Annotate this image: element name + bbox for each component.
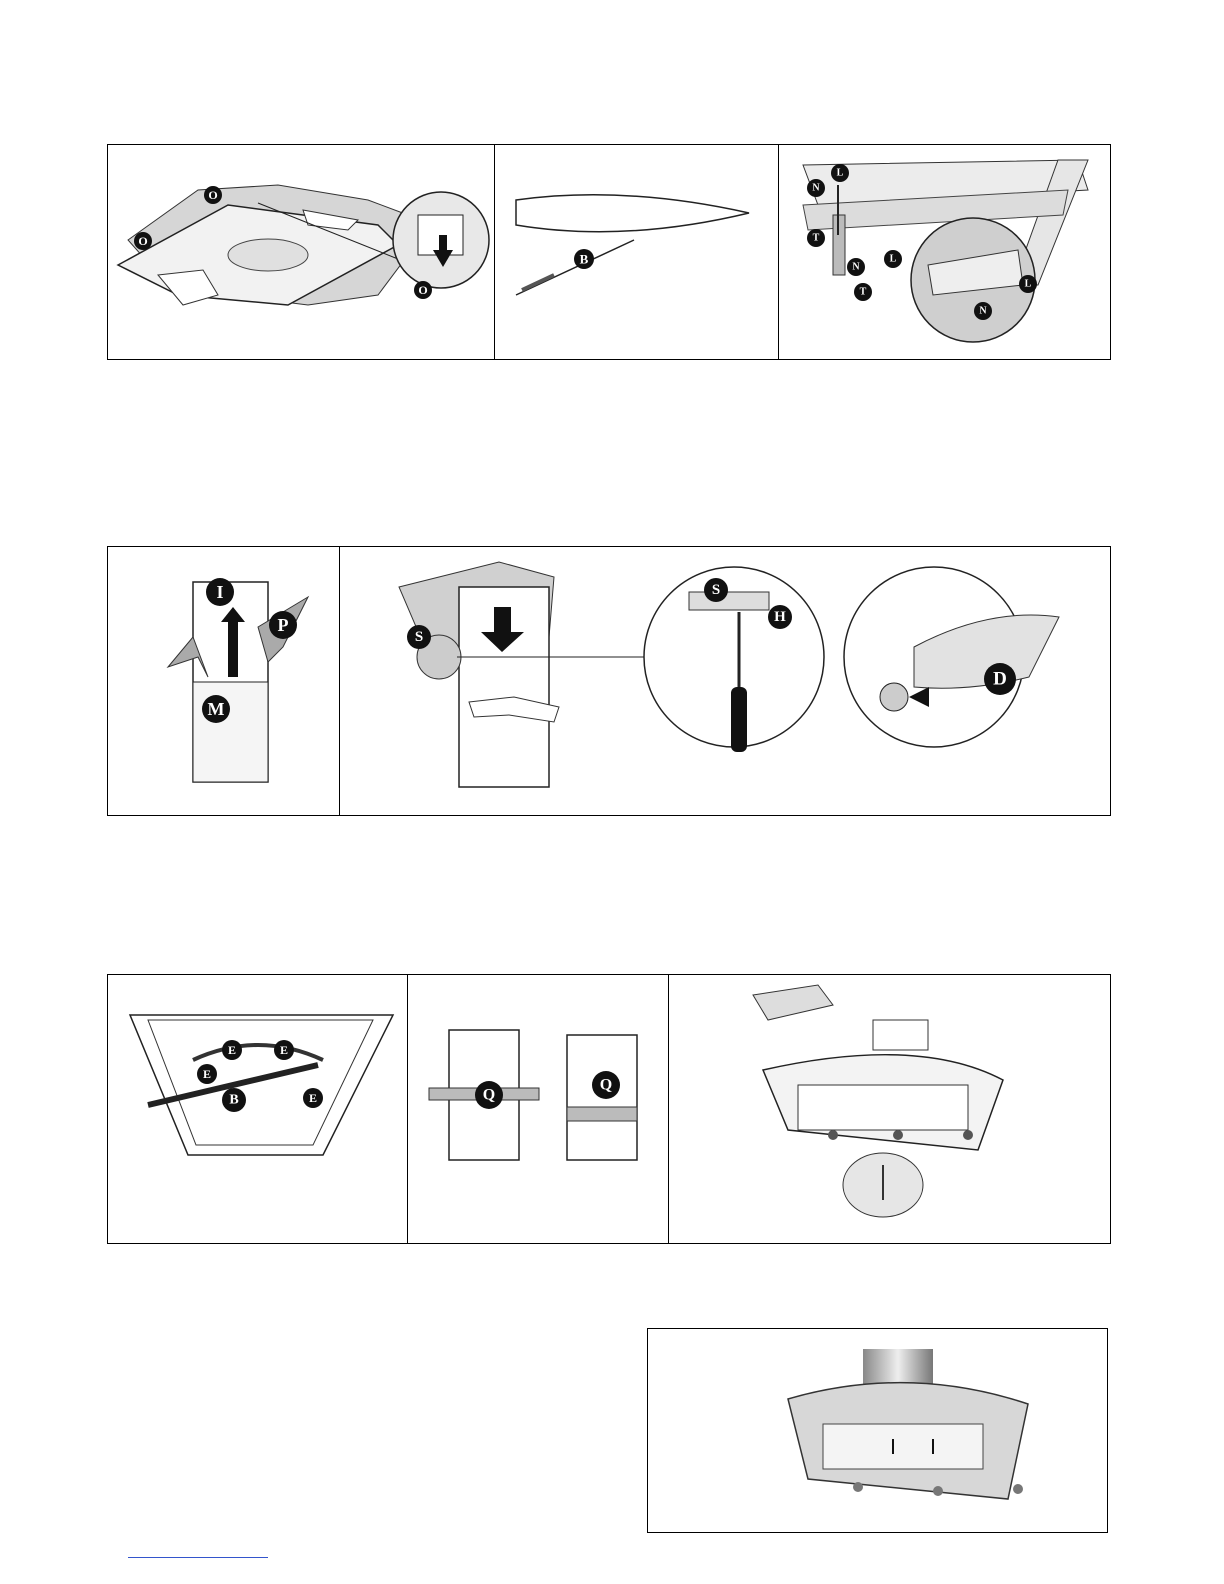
- svg-text:E: E: [280, 1043, 288, 1057]
- svg-text:P: P: [278, 615, 289, 635]
- svg-text:E: E: [203, 1067, 211, 1081]
- figure-1b-bracket: B: [494, 145, 779, 359]
- label-e-1: E: [222, 1040, 242, 1060]
- figure-row-2: I P M S S H D: [107, 546, 1111, 816]
- label-h: H: [768, 605, 792, 629]
- label-l-2: L: [884, 250, 902, 268]
- figure-3b-duct-tape: Q Q: [407, 975, 669, 1243]
- label-b: B: [574, 249, 594, 269]
- figure-2b-chimney-fixing: S S H D: [339, 547, 1110, 815]
- label-e-4: E: [303, 1088, 323, 1108]
- svg-text:L: L: [1025, 279, 1032, 290]
- svg-text:Q: Q: [600, 1077, 612, 1094]
- label-m: M: [202, 695, 230, 723]
- label-i: I: [206, 578, 234, 606]
- footer-link-underline[interactable]: [128, 1557, 268, 1558]
- bracket-drawing: B: [494, 145, 778, 359]
- label-t-2: T: [854, 283, 872, 301]
- svg-text:O: O: [138, 234, 147, 248]
- label-o-3: O: [414, 281, 432, 299]
- label-p: P: [269, 611, 297, 639]
- label-q-2: Q: [592, 1071, 620, 1099]
- svg-text:N: N: [812, 183, 820, 194]
- duct-insert-drawing: I P M: [108, 547, 339, 815]
- hood-lifting-drawing: O O O: [108, 145, 494, 359]
- screws-drawing: N L T N L T L N: [778, 145, 1110, 359]
- figure-3c-filter-connector: [668, 975, 1110, 1243]
- label-s-1: S: [407, 625, 431, 649]
- svg-text:T: T: [813, 233, 820, 244]
- figure-1c-screws: N L T N L T L N: [778, 145, 1110, 359]
- installed-hood-drawing: [648, 1329, 1107, 1532]
- label-o-2: O: [204, 186, 222, 204]
- figure-row-3: E E E B E Q Q: [107, 974, 1111, 1244]
- label-l-1: L: [831, 164, 849, 182]
- label-l-3: L: [1019, 275, 1037, 293]
- svg-text:E: E: [228, 1043, 236, 1057]
- duct-tape-drawing: Q Q: [407, 975, 668, 1243]
- svg-text:E: E: [309, 1091, 317, 1105]
- label-b-2: B: [222, 1088, 246, 1112]
- svg-text:S: S: [415, 629, 423, 645]
- svg-text:Q: Q: [483, 1087, 495, 1104]
- figure-3a-bracket-mounting: E E E B E: [108, 975, 408, 1243]
- svg-text:I: I: [216, 582, 223, 602]
- svg-text:B: B: [580, 252, 589, 267]
- svg-text:L: L: [890, 254, 897, 265]
- figure-row-1: O O O B N: [107, 144, 1111, 360]
- figure-row-4: [647, 1328, 1108, 1533]
- svg-text:N: N: [979, 306, 987, 317]
- label-t-1: T: [807, 229, 825, 247]
- label-n-3: N: [974, 302, 992, 320]
- svg-text:O: O: [208, 188, 217, 202]
- svg-text:O: O: [418, 283, 427, 297]
- label-e-3: E: [197, 1064, 217, 1084]
- svg-text:S: S: [712, 582, 720, 598]
- svg-text:T: T: [860, 287, 867, 298]
- svg-text:H: H: [774, 609, 786, 625]
- label-o-1: O: [134, 232, 152, 250]
- figure-1a-hood-lifting: O O O: [108, 145, 495, 359]
- filter-connector-drawing: [668, 975, 1110, 1243]
- chimney-fixing-drawing: S S H D: [339, 547, 1110, 815]
- svg-text:N: N: [852, 262, 860, 273]
- svg-text:B: B: [229, 1093, 238, 1108]
- label-n-2: N: [847, 258, 865, 276]
- svg-text:M: M: [208, 699, 225, 719]
- label-d: D: [984, 663, 1016, 695]
- svg-text:L: L: [837, 168, 844, 179]
- label-s-2: S: [704, 578, 728, 602]
- label-e-2: E: [274, 1040, 294, 1060]
- label-n-1: N: [807, 179, 825, 197]
- label-q-1: Q: [475, 1081, 503, 1109]
- svg-text:D: D: [993, 669, 1007, 690]
- figure-2a-duct-insert: I P M: [108, 547, 340, 815]
- bracket-mounting-drawing: E E E B E: [108, 975, 407, 1243]
